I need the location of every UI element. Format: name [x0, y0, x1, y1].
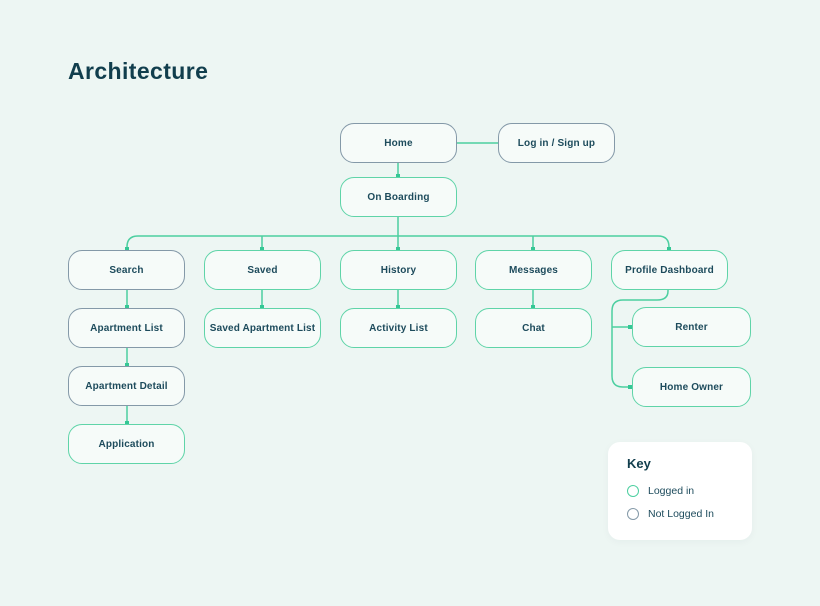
node-saved[interactable]: Saved [204, 250, 321, 290]
node-search[interactable]: Search [68, 250, 185, 290]
node-login-signup[interactable]: Log in / Sign up [498, 123, 615, 163]
node-apartment-list[interactable]: Apartment List [68, 308, 185, 348]
node-profile-dashboard[interactable]: Profile Dashboard [611, 250, 728, 290]
node-activity-list[interactable]: Activity List [340, 308, 457, 348]
node-renter[interactable]: Renter [632, 307, 751, 347]
not-logged-in-circle-icon [627, 508, 639, 520]
key-item-logged-in: Logged in [627, 485, 752, 497]
key-item-not-logged-in: Not Logged In [627, 508, 752, 520]
node-home[interactable]: Home [340, 123, 457, 163]
key-item-label: Not Logged In [648, 508, 714, 520]
node-apartment-detail[interactable]: Apartment Detail [68, 366, 185, 406]
page-title: Architecture [68, 58, 209, 84]
node-history[interactable]: History [340, 250, 457, 290]
key-item-label: Logged in [648, 485, 695, 497]
node-messages[interactable]: Messages [475, 250, 592, 290]
node-saved-apartment-list[interactable]: Saved Apartment List [204, 308, 321, 348]
key-legend: Key Logged in Not Logged In [608, 442, 752, 540]
node-application[interactable]: Application [68, 424, 185, 464]
key-title: Key [627, 456, 651, 471]
node-home-owner[interactable]: Home Owner [632, 367, 751, 407]
node-chat[interactable]: Chat [475, 308, 592, 348]
node-onboarding[interactable]: On Boarding [340, 177, 457, 217]
edge-bus [126, 235, 670, 250]
logged-in-circle-icon [627, 485, 639, 497]
